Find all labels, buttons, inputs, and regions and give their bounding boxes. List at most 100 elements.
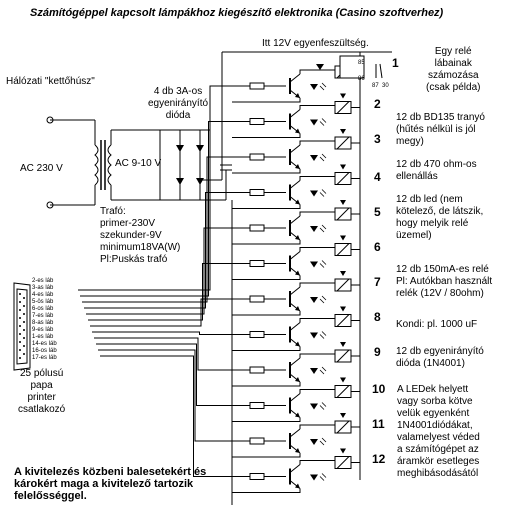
base-resistor	[249, 224, 265, 232]
emitter-wire	[232, 311, 301, 316]
emitter-wire	[232, 169, 301, 174]
connector-pin-label: 6-os láb	[32, 306, 54, 312]
flyback-diode	[340, 413, 346, 418]
flyback-diode	[340, 235, 346, 241]
bridge-label: 4 db 3A-os egyenirányító dióda	[148, 86, 209, 121]
signal-wire	[98, 349, 250, 442]
led-ray	[319, 334, 325, 339]
led-ray	[319, 476, 325, 481]
relay-coil-mark	[336, 278, 350, 292]
mains-label: Hálózati "kettőhúsz"	[6, 76, 95, 87]
led	[310, 226, 318, 232]
signal-wire	[80, 121, 250, 297]
relay-number: 6	[374, 240, 381, 254]
signal-wire	[90, 298, 250, 327]
flyback-diode	[340, 271, 346, 276]
flyback-diode	[340, 342, 346, 347]
base-resistor	[249, 118, 265, 125]
transistor-arrow	[295, 341, 300, 347]
connector-pin-label: 5-ös láb	[32, 299, 54, 305]
supply-led	[316, 64, 324, 70]
parts-note: 12 db led (nem kötelező, de látszik, hog…	[396, 194, 484, 241]
relay-number: 1	[392, 56, 399, 70]
connector-pin-label: 3-as láb	[32, 285, 54, 291]
relay-number: 10	[372, 382, 386, 396]
base-resistor	[249, 82, 265, 90]
led-ray	[319, 263, 325, 268]
led-ray	[319, 440, 325, 446]
relay-coil-mark	[336, 456, 350, 469]
relay-coil-mark	[336, 314, 350, 327]
collector-wire	[299, 105, 335, 110]
transistor-collector	[289, 357, 301, 367]
transistor-collector	[289, 180, 301, 189]
led	[310, 155, 318, 161]
led-ray	[321, 402, 327, 407]
transistor-collector	[289, 322, 301, 331]
base-resistor	[249, 295, 265, 303]
collector-wire	[299, 176, 335, 181]
emitter-wire	[232, 98, 301, 103]
led-ray	[319, 369, 325, 375]
base-resistor	[249, 260, 265, 267]
led-ray	[321, 473, 327, 478]
connector-pin-label: 8-as láb	[32, 320, 54, 326]
led-ray	[321, 260, 327, 265]
relay-pin-label: 85	[358, 60, 365, 66]
base-resistor	[249, 189, 265, 196]
supply-label: Itt 12V egyenfeszültség.	[262, 38, 369, 49]
parts-note: Kondi: pl. 1000 uF	[396, 319, 478, 330]
parts-note: Egy relé lábainak számozása (csak példa)	[426, 46, 481, 93]
flyback-diode	[340, 129, 346, 134]
led	[310, 403, 318, 410]
ac-primary-label: AC 230 V	[20, 163, 63, 174]
ac-secondary-label: AC 9-10 V	[115, 158, 162, 169]
relay-coil-mark	[336, 136, 350, 150]
led	[310, 439, 318, 445]
relay-coil-mark	[336, 243, 350, 256]
signal-wire	[88, 263, 250, 321]
collector-wire	[299, 69, 335, 74]
led-ray	[321, 118, 327, 123]
transistor-arrow	[295, 448, 300, 453]
signal-wire	[84, 192, 250, 309]
connector-pin-label: 2-es láb	[32, 278, 54, 284]
relay-stages	[78, 55, 383, 505]
led-ray	[319, 156, 325, 162]
relay-pin-label: 87	[372, 83, 379, 89]
emitter-wire	[232, 453, 301, 458]
collector-wire	[299, 353, 335, 358]
connector-pin-label: 9-es láb	[32, 327, 54, 333]
transistor-arrow	[295, 412, 300, 418]
collector-wire	[299, 389, 335, 394]
led-ray	[321, 331, 327, 336]
relay-number: 2	[374, 97, 381, 111]
collector-wire	[299, 460, 335, 465]
transistor-collector	[289, 464, 301, 473]
relay-number: 7	[374, 275, 381, 289]
flyback-diode	[340, 377, 346, 383]
transistor-collector	[289, 251, 301, 260]
emitter-wire	[232, 488, 301, 493]
signal-wire	[86, 227, 250, 315]
connector-label: 25 pólusú papa printer csatlakozó	[18, 368, 66, 415]
led-ray	[319, 227, 325, 233]
led	[310, 332, 318, 339]
emitter-wire	[232, 417, 301, 422]
transformer-note: Trafó: primer-230V szekunder-9V minimum1…	[100, 206, 181, 265]
parts-note: A LEDek helyett vagy sorba kötve velük e…	[397, 384, 480, 479]
signal-wire	[100, 355, 250, 477]
collector-wire	[299, 211, 335, 216]
connector-pin-label: 1-es láb	[32, 334, 54, 340]
base-resistor	[249, 366, 265, 374]
signal-wire	[92, 331, 250, 335]
transistor-arrow	[295, 199, 300, 205]
parts-note: 12 db egyenirányító dióda (1N4001)	[396, 346, 484, 369]
relay-coil-mark	[336, 420, 350, 434]
led-ray	[319, 85, 325, 91]
led-ray	[319, 298, 325, 304]
parts-note: 12 db 470 ohm-os ellenállás	[396, 159, 477, 182]
relay-number: 3	[374, 132, 381, 146]
emitter-wire	[232, 240, 301, 245]
